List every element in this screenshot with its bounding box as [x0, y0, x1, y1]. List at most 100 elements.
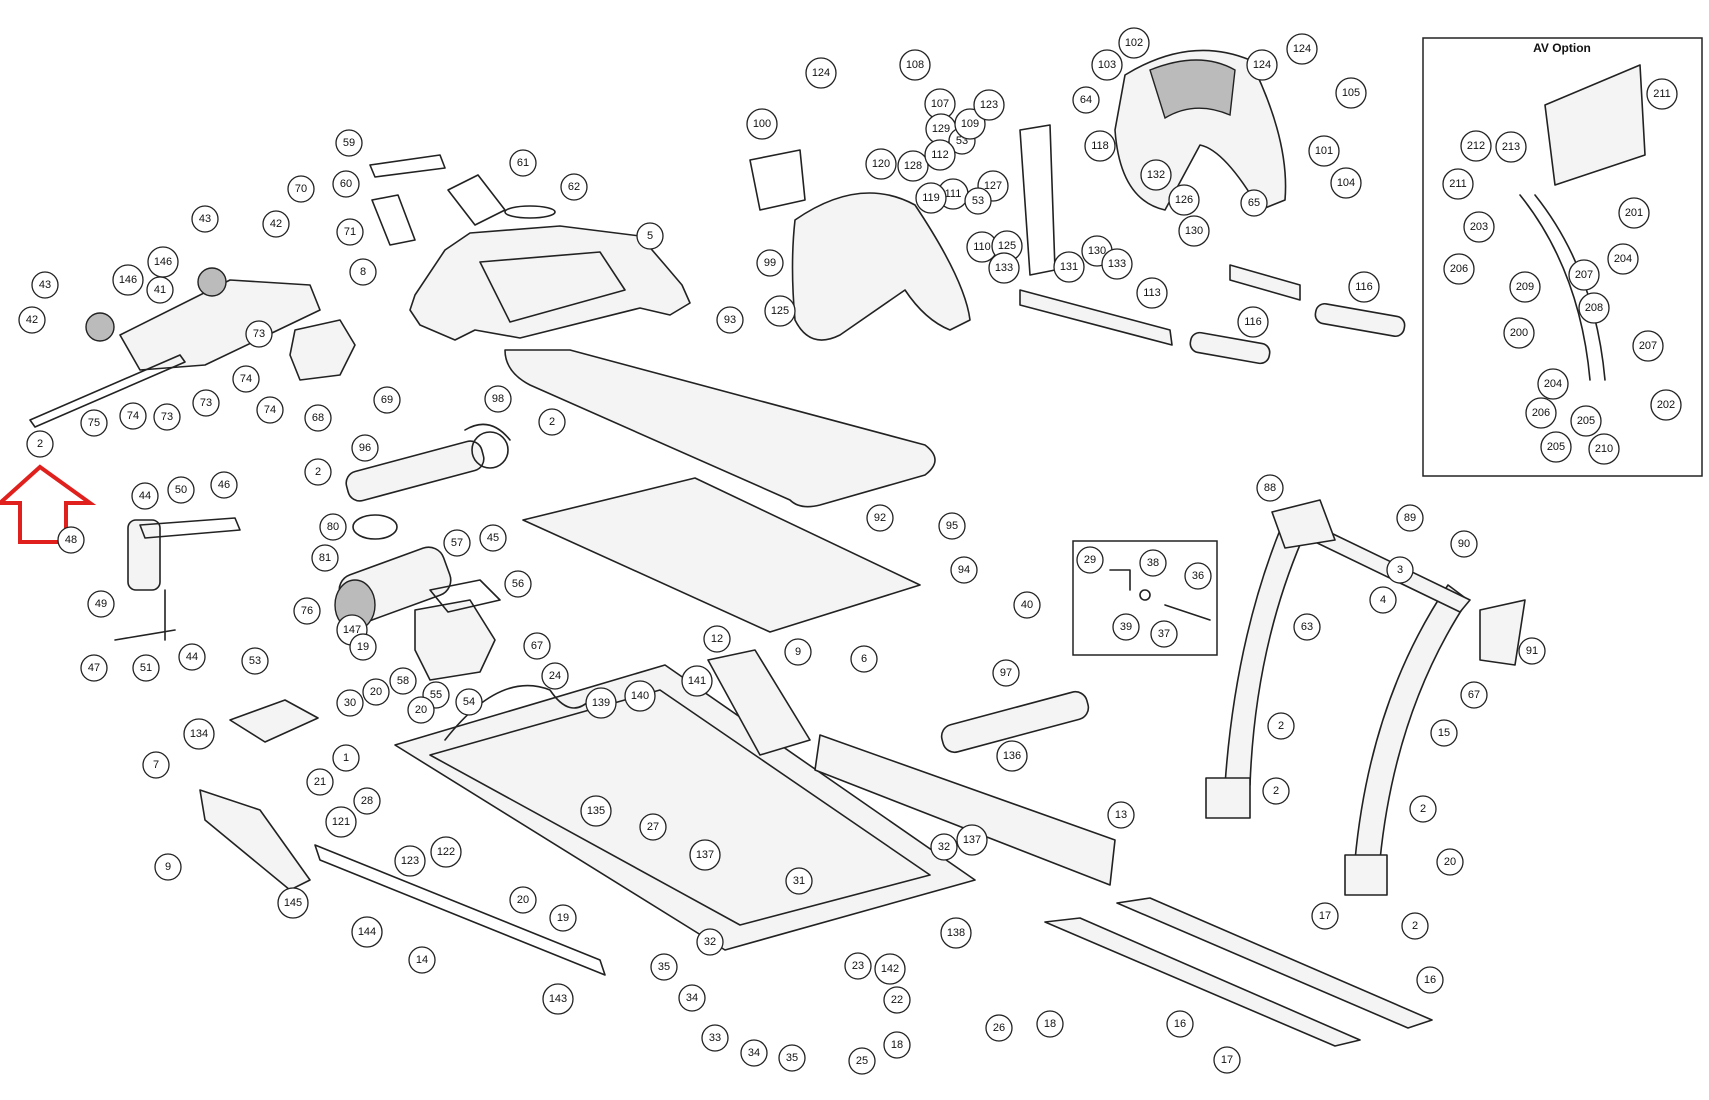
callout-number: 128 [904, 160, 922, 172]
callout-circle [560, 173, 588, 201]
callout-circle [1178, 215, 1210, 247]
callout-number: 130 [1088, 245, 1106, 257]
callout-number: 125 [998, 240, 1016, 252]
callout-36: 36 [1184, 562, 1212, 590]
callout-circle [549, 904, 577, 932]
callout-21: 21 [306, 768, 334, 796]
callout-circle [484, 385, 512, 413]
callout-number: 57 [451, 537, 463, 549]
callout-circle [1311, 902, 1339, 930]
callout-number: 37 [1158, 628, 1170, 640]
callout-207: 207 [1568, 259, 1600, 291]
callout-120: 120 [865, 148, 897, 180]
callout-101: 101 [1308, 135, 1340, 167]
callout-number: 2 [315, 466, 321, 478]
callout-number: 54 [463, 696, 475, 708]
callout-number: 126 [1175, 194, 1193, 206]
callout-number: 129 [932, 123, 950, 135]
callout-number: 34 [748, 1047, 760, 1059]
callout-119: 119 [915, 182, 947, 214]
callout-circle [850, 645, 878, 673]
callout-number: 146 [154, 256, 172, 268]
callout-number: 16 [1174, 1018, 1186, 1030]
callout-17: 17 [1311, 902, 1339, 930]
callout-number: 32 [938, 841, 950, 853]
callout-circle [1112, 613, 1140, 641]
callout-64: 64 [1072, 86, 1100, 114]
callout-number: 211 [1449, 178, 1467, 190]
callout-88: 88 [1256, 474, 1284, 502]
callout-123: 123 [394, 845, 426, 877]
callout-3: 3 [1386, 556, 1414, 584]
callout-circle [87, 590, 115, 618]
callout-circle [245, 320, 273, 348]
callout-circle [430, 836, 462, 868]
callout-126: 126 [1168, 184, 1200, 216]
callout-211: 211 [1442, 168, 1474, 200]
callout-number: 67 [531, 640, 543, 652]
callout-number: 75 [88, 417, 100, 429]
callout-203: 203 [1463, 211, 1495, 243]
callout-circle [408, 946, 436, 974]
callout-number: 34 [686, 992, 698, 1004]
callout-number: 127 [984, 180, 1002, 192]
callout-35: 35 [650, 953, 678, 981]
callout-number: 140 [631, 690, 649, 702]
callout-circle [325, 806, 357, 838]
callout-number: 143 [549, 993, 567, 1005]
callout-circle [232, 365, 260, 393]
callout-44: 44 [178, 643, 206, 671]
callout-number: 208 [1585, 302, 1603, 314]
callout-35: 35 [778, 1044, 806, 1072]
callout-110: 110 [966, 231, 998, 263]
callout-131: 131 [1053, 251, 1085, 283]
callout-number: 28 [361, 795, 373, 807]
callout-number: 110 [973, 241, 991, 253]
console-front-shell [791, 192, 971, 341]
callout-circle [306, 768, 334, 796]
callout-number: 39 [1120, 621, 1132, 633]
callout-circle [1430, 719, 1458, 747]
callout-circle [1091, 49, 1123, 81]
callout-number: 1 [343, 752, 349, 764]
callout-2: 2 [1409, 795, 1437, 823]
callout-number: 24 [549, 670, 561, 682]
callout-circle [988, 252, 1020, 284]
callout-number: 124 [812, 67, 830, 79]
callout-2: 2 [304, 458, 332, 486]
callout-number: 20 [370, 686, 382, 698]
crossmember [1271, 499, 1526, 666]
callout-93: 93 [716, 306, 744, 334]
callout-circle [241, 647, 269, 675]
callout-circle [1256, 474, 1284, 502]
callout-number: 206 [1532, 407, 1550, 419]
callout-circle [192, 389, 220, 417]
callout-41: 41 [146, 276, 174, 304]
callout-circle [805, 57, 837, 89]
callout-number: 101 [1315, 145, 1333, 157]
callout-number: 100 [753, 118, 771, 130]
callout-67: 67 [1460, 681, 1488, 709]
callout-number: 204 [1614, 253, 1632, 265]
callout-number: 59 [343, 137, 355, 149]
console-overlay-100 [749, 149, 806, 211]
callout-number: 60 [340, 178, 352, 190]
callout-123: 123 [973, 89, 1005, 121]
callout-number: 68 [312, 412, 324, 424]
callout-206: 206 [1443, 253, 1475, 285]
front-roller [345, 423, 511, 502]
callout-100: 100 [746, 108, 778, 140]
callout-number: 116 [1244, 316, 1262, 328]
callout-73: 73 [153, 403, 181, 431]
callout-circle [897, 150, 929, 182]
callout-circle [1537, 368, 1569, 400]
callout-number: 135 [587, 805, 605, 817]
callout-22: 22 [883, 986, 911, 1014]
callout-99: 99 [756, 249, 784, 277]
callout-number: 90 [1458, 538, 1470, 550]
callout-96: 96 [351, 434, 379, 462]
callout-number: 74 [240, 373, 252, 385]
callout-circle [1369, 586, 1397, 614]
callout-circle [80, 654, 108, 682]
callout-number: 103 [1098, 59, 1116, 71]
